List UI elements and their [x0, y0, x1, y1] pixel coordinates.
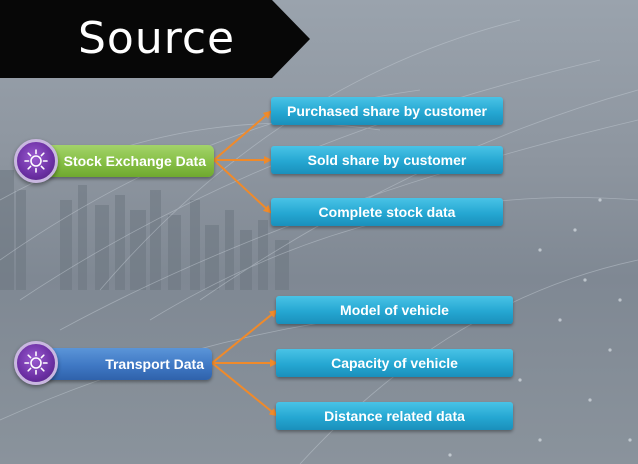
target-label: Distance related data	[324, 408, 465, 424]
arrow-transport-distance	[211, 362, 278, 417]
source-transport: Transport Data	[28, 348, 212, 380]
page-title: Source	[78, 13, 236, 64]
target-label: Capacity of vehicle	[331, 355, 458, 371]
arrow-stock-purchased	[213, 110, 272, 161]
target-complete-stock: Complete stock data	[271, 198, 503, 226]
target-label: Complete stock data	[318, 204, 456, 220]
arrow-stock-complete	[213, 159, 272, 214]
target-distance-data: Distance related data	[276, 402, 513, 430]
target-sold-share: Sold share by customer	[271, 146, 503, 174]
target-label: Sold share by customer	[307, 152, 467, 168]
target-label: Purchased share by customer	[287, 103, 487, 119]
source-label: Transport Data	[105, 356, 204, 372]
sun-icon	[14, 341, 58, 385]
target-model-vehicle: Model of vehicle	[276, 296, 513, 324]
title-banner	[0, 0, 310, 78]
target-purchased-share: Purchased share by customer	[271, 97, 503, 125]
arrow-transport-model	[211, 309, 278, 364]
target-capacity-vehicle: Capacity of vehicle	[276, 349, 513, 377]
source-stock-exchange: Stock Exchange Data	[28, 145, 214, 177]
target-label: Model of vehicle	[340, 302, 449, 318]
sun-icon	[14, 139, 58, 183]
source-label: Stock Exchange Data	[63, 153, 206, 169]
